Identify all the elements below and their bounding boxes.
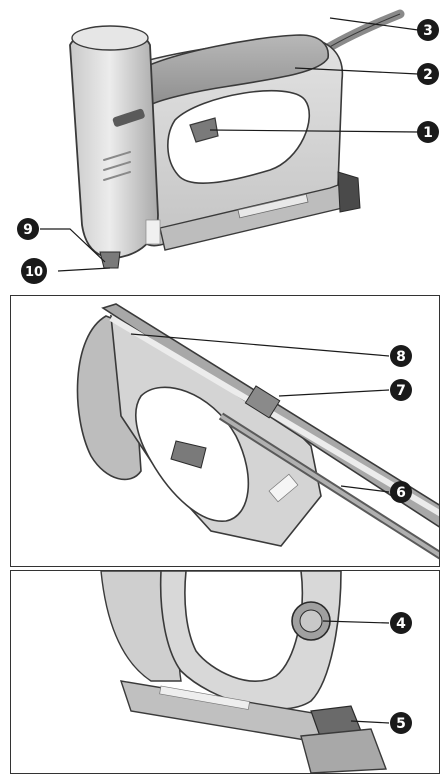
callout-7: 7 — [390, 379, 412, 401]
magazine-detail-panel: 8 7 6 — [10, 295, 440, 567]
svg-text:1: 1 — [423, 125, 433, 141]
callout-6: 6 — [390, 481, 412, 503]
callout-10: 10 — [21, 258, 47, 284]
svg-text:7: 7 — [396, 383, 406, 399]
svg-text:2: 2 — [423, 67, 433, 83]
stapler-overview-illustration: 3 2 1 9 10 — [0, 0, 442, 292]
callout-5: 5 — [390, 712, 412, 734]
callout-3: 3 — [417, 19, 439, 41]
callout-2: 2 — [417, 63, 439, 85]
svg-text:5: 5 — [396, 716, 406, 732]
svg-text:10: 10 — [25, 265, 43, 280]
stapler-head — [70, 29, 158, 258]
callout-9: 9 — [17, 218, 39, 240]
magazine-detail-illustration: 8 7 6 — [11, 296, 439, 566]
callout-1: 1 — [417, 121, 439, 143]
svg-text:3: 3 — [423, 23, 433, 39]
svg-text:8: 8 — [396, 349, 406, 365]
svg-text:9: 9 — [23, 222, 33, 238]
svg-text:6: 6 — [396, 485, 406, 501]
base-detail-illustration: 4 5 — [11, 571, 439, 773]
base-detail-panel: 4 5 — [10, 570, 440, 774]
callout-8: 8 — [390, 345, 412, 367]
callout-4: 4 — [390, 612, 412, 634]
svg-text:4: 4 — [396, 616, 406, 632]
